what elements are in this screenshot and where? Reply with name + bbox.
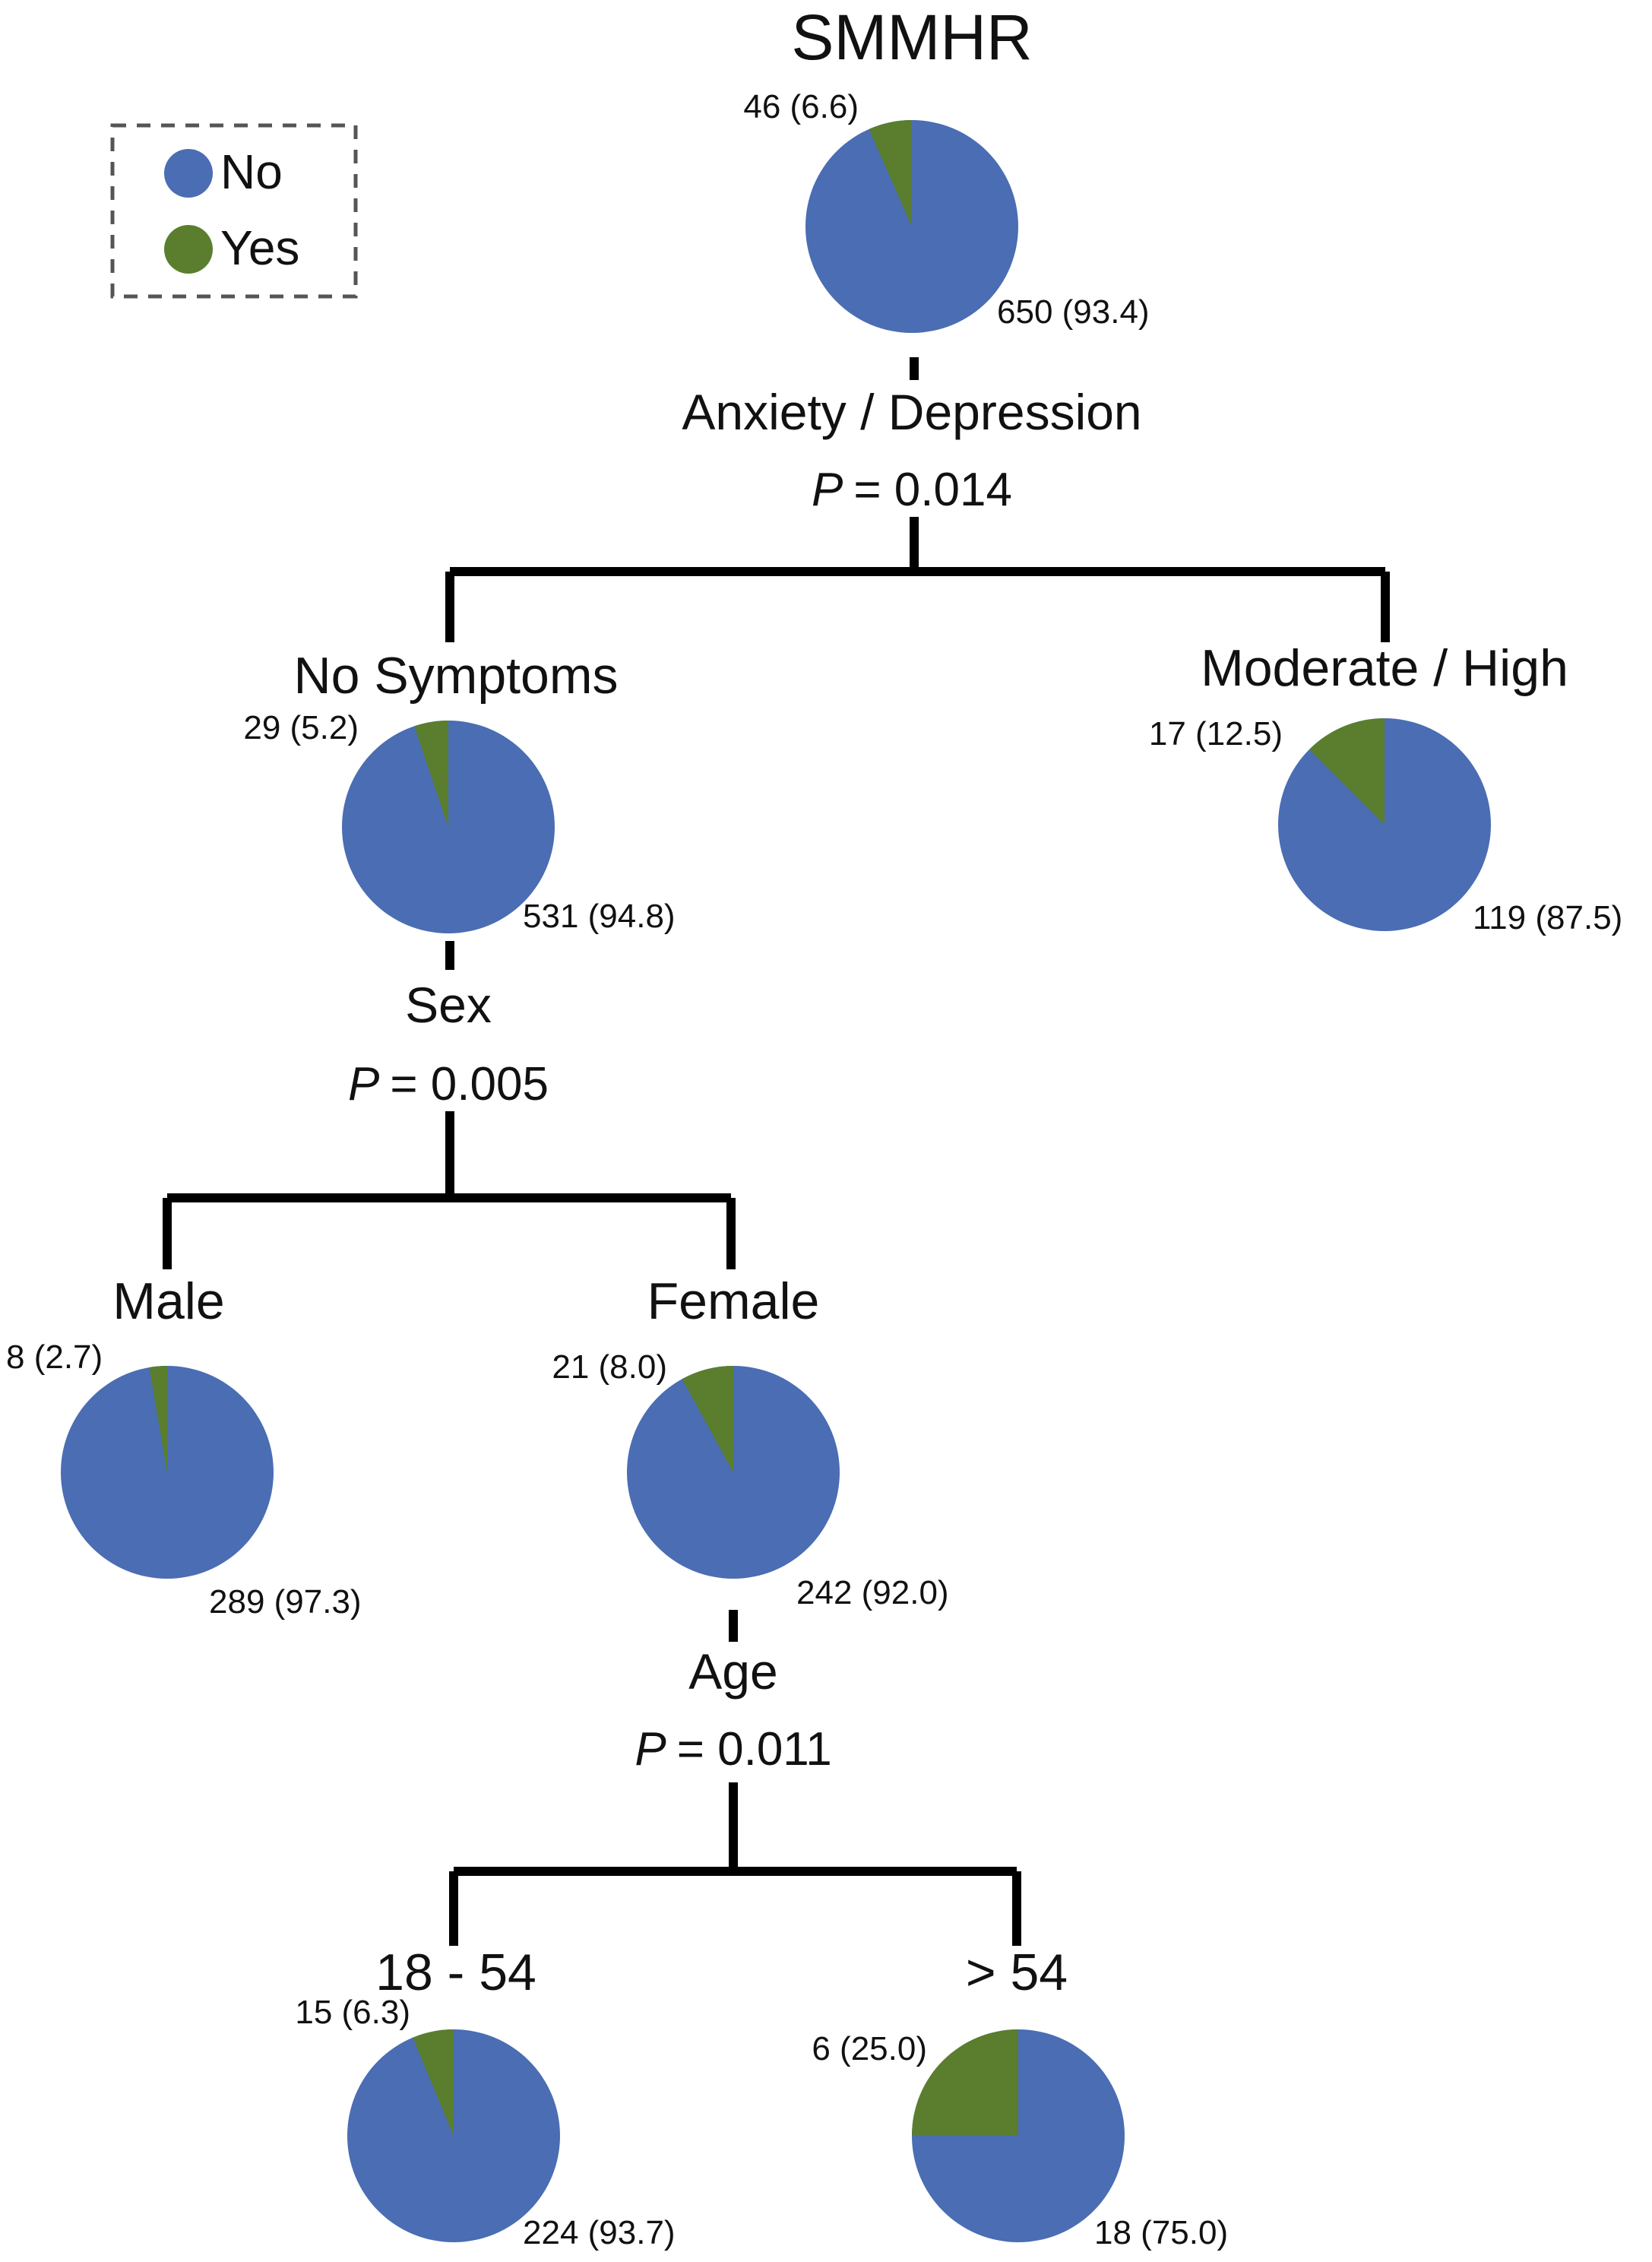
male-pie: [61, 1366, 274, 1579]
nosym-pie: [342, 721, 555, 933]
age1854-pie: [347, 2029, 560, 2242]
modhigh-pie: [1278, 718, 1491, 931]
age-branch-connector: [449, 1782, 1021, 1946]
root-branch-connector: [445, 517, 1390, 642]
nosym-no-label: 531 (94.8): [523, 898, 676, 935]
legend: No Yes: [110, 123, 358, 299]
root-pie: [805, 120, 1018, 333]
modhigh-no-label: 119 (87.5): [1473, 899, 1622, 936]
root-yes-slice: [869, 120, 912, 227]
nosym-yes-label: 29 (5.2): [243, 709, 359, 746]
male-yes-slice: [149, 1366, 167, 1472]
female-title: Female: [647, 1272, 820, 1330]
sex-branch-connector: [163, 1111, 736, 1269]
female-split-pvalue: P= 0.011: [635, 1723, 831, 1776]
nosym-title: No Symptoms: [294, 647, 619, 705]
root-split-pvalue: P= 0.014: [812, 464, 1012, 516]
nosym-split-pvalue: P= 0.005: [348, 1058, 549, 1110]
agegt54-no-label: 18 (75.0): [1094, 2214, 1228, 2251]
female-split-variable: Age: [688, 1643, 777, 1700]
root-title: SMMHR: [791, 2, 1032, 73]
root-split-variable: Anxiety / Depression: [682, 384, 1141, 440]
modhigh-yes-slice: [1309, 718, 1385, 825]
age1854-no-label: 224 (93.7): [523, 2214, 676, 2251]
modhigh-title: Moderate / High: [1201, 639, 1568, 697]
agegt54-pie: [912, 2029, 1125, 2242]
root-yes-label: 46 (6.6): [743, 88, 859, 125]
male-title: Male: [112, 1272, 224, 1330]
agegt54-title: > 54: [966, 1944, 1068, 2001]
legend-yes-label: Yes: [220, 220, 299, 275]
male-no-label: 289 (97.3): [209, 1583, 362, 1620]
legend-border: [110, 123, 358, 299]
legend-no-label: No: [220, 144, 283, 199]
legend-yes-swatch: [164, 225, 213, 274]
age1854-yes-slice: [413, 2029, 454, 2136]
modhigh-yes-label: 17 (12.5): [1149, 715, 1283, 752]
age1854-yes-label: 15 (6.3): [295, 1994, 410, 2031]
nosym-yes-slice: [414, 721, 448, 827]
agegt54-yes-slice: [912, 2029, 1018, 2136]
age1854-title: 18 - 54: [375, 1944, 536, 2001]
nosym-split-variable: Sex: [405, 977, 492, 1033]
male-yes-label: 8 (2.7): [6, 1339, 103, 1376]
female-yes-label: 21 (8.0): [552, 1348, 667, 1386]
legend-no-swatch: [164, 149, 213, 198]
female-yes-slice: [682, 1366, 733, 1472]
female-no-label: 242 (92.0): [796, 1574, 949, 1611]
female-pie: [627, 1366, 840, 1579]
agegt54-yes-label: 6 (25.0): [812, 2030, 927, 2067]
root-no-label: 650 (93.4): [997, 293, 1150, 331]
